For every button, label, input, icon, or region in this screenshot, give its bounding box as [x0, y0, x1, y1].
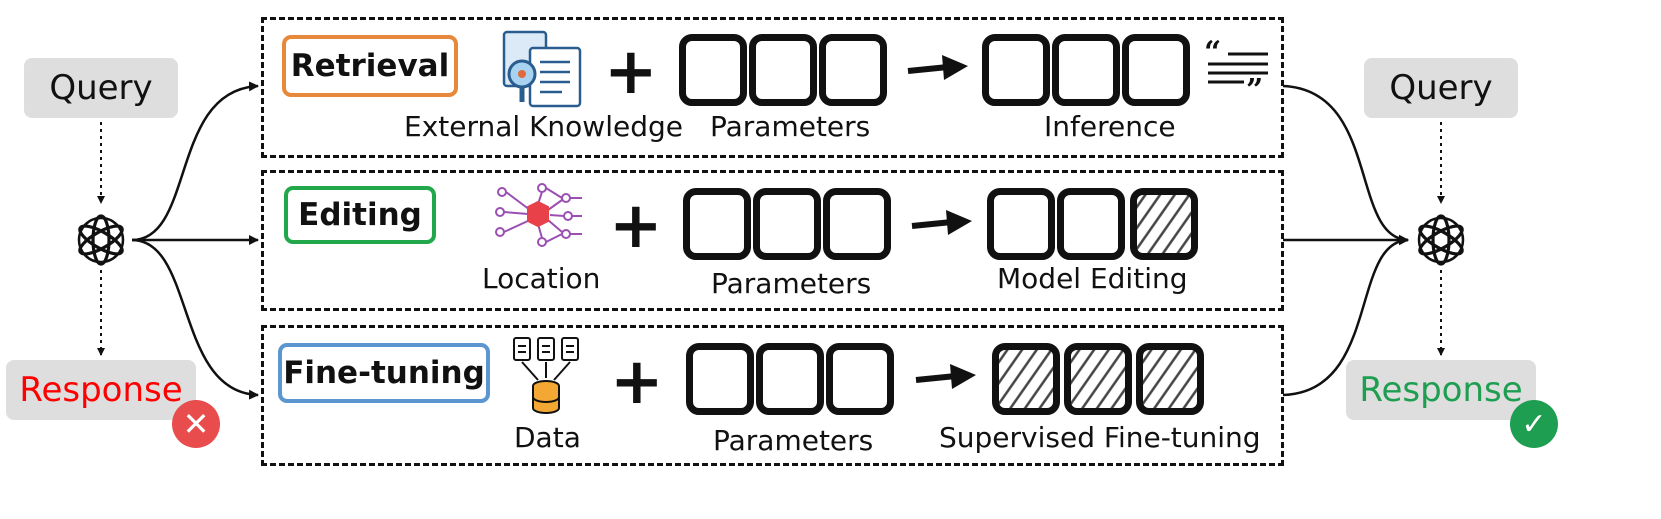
query-label: Query — [49, 68, 153, 108]
source-label-finetuning: Data — [514, 421, 581, 454]
tuned-block-hatched — [1136, 343, 1204, 415]
response-label-left: Response — [19, 370, 183, 410]
param-block — [826, 343, 894, 415]
result-label-editing: Model Editing — [997, 262, 1188, 295]
editing-tag: Editing — [284, 186, 436, 244]
param-block — [683, 188, 751, 260]
arrow-finetuning — [915, 364, 976, 389]
param-block — [819, 34, 887, 106]
params-label-finetuning: Parameters — [713, 424, 874, 457]
query-box-left: Query — [24, 58, 178, 118]
edited-block — [987, 188, 1055, 260]
response-box-left: Response — [6, 360, 196, 420]
source-label-retrieval: External Knowledge — [404, 110, 683, 143]
param-block — [823, 188, 891, 260]
params-label-editing: Parameters — [711, 267, 872, 300]
finetuning-panel — [261, 325, 1284, 466]
response-label-right: Response — [1359, 370, 1523, 410]
inference-block — [982, 34, 1050, 106]
error-x-icon: ✕ — [172, 400, 220, 448]
arrow-editing — [911, 210, 972, 235]
params-label-retrieval: Parameters — [710, 110, 871, 143]
tuned-block-hatched — [992, 343, 1060, 415]
tuned-block-hatched — [1064, 343, 1132, 415]
query-label-right: Query — [1389, 68, 1493, 108]
param-block — [679, 34, 747, 106]
param-block — [753, 188, 821, 260]
arrow-retrieval — [907, 55, 968, 80]
finetuning-tag: Fine-tuning — [278, 343, 490, 403]
retrieval-panel — [261, 17, 1284, 158]
plus-sign-retrieval: + — [604, 35, 658, 109]
retrieval-tag: Retrieval — [282, 35, 458, 97]
check-icon: ✓ — [1510, 400, 1558, 448]
source-label-editing: Location — [482, 262, 601, 295]
query-box-right: Query — [1364, 58, 1518, 118]
param-block — [686, 343, 754, 415]
result-label-retrieval: Inference — [1044, 110, 1176, 143]
inference-block — [1052, 34, 1120, 106]
inference-block — [1122, 34, 1190, 106]
param-block — [756, 343, 824, 415]
response-box-right: Response — [1346, 360, 1536, 420]
svg-text:“: “ — [1204, 35, 1221, 70]
param-block — [749, 34, 817, 106]
svg-text:”: ” — [1246, 73, 1263, 108]
plus-sign-finetuning: + — [610, 345, 664, 419]
plus-sign-editing: + — [609, 189, 663, 263]
edited-block — [1057, 188, 1125, 260]
editing-panel — [261, 170, 1284, 311]
edited-block-hatched — [1130, 188, 1198, 260]
result-label-finetuning: Supervised Fine-tuning — [939, 421, 1261, 454]
